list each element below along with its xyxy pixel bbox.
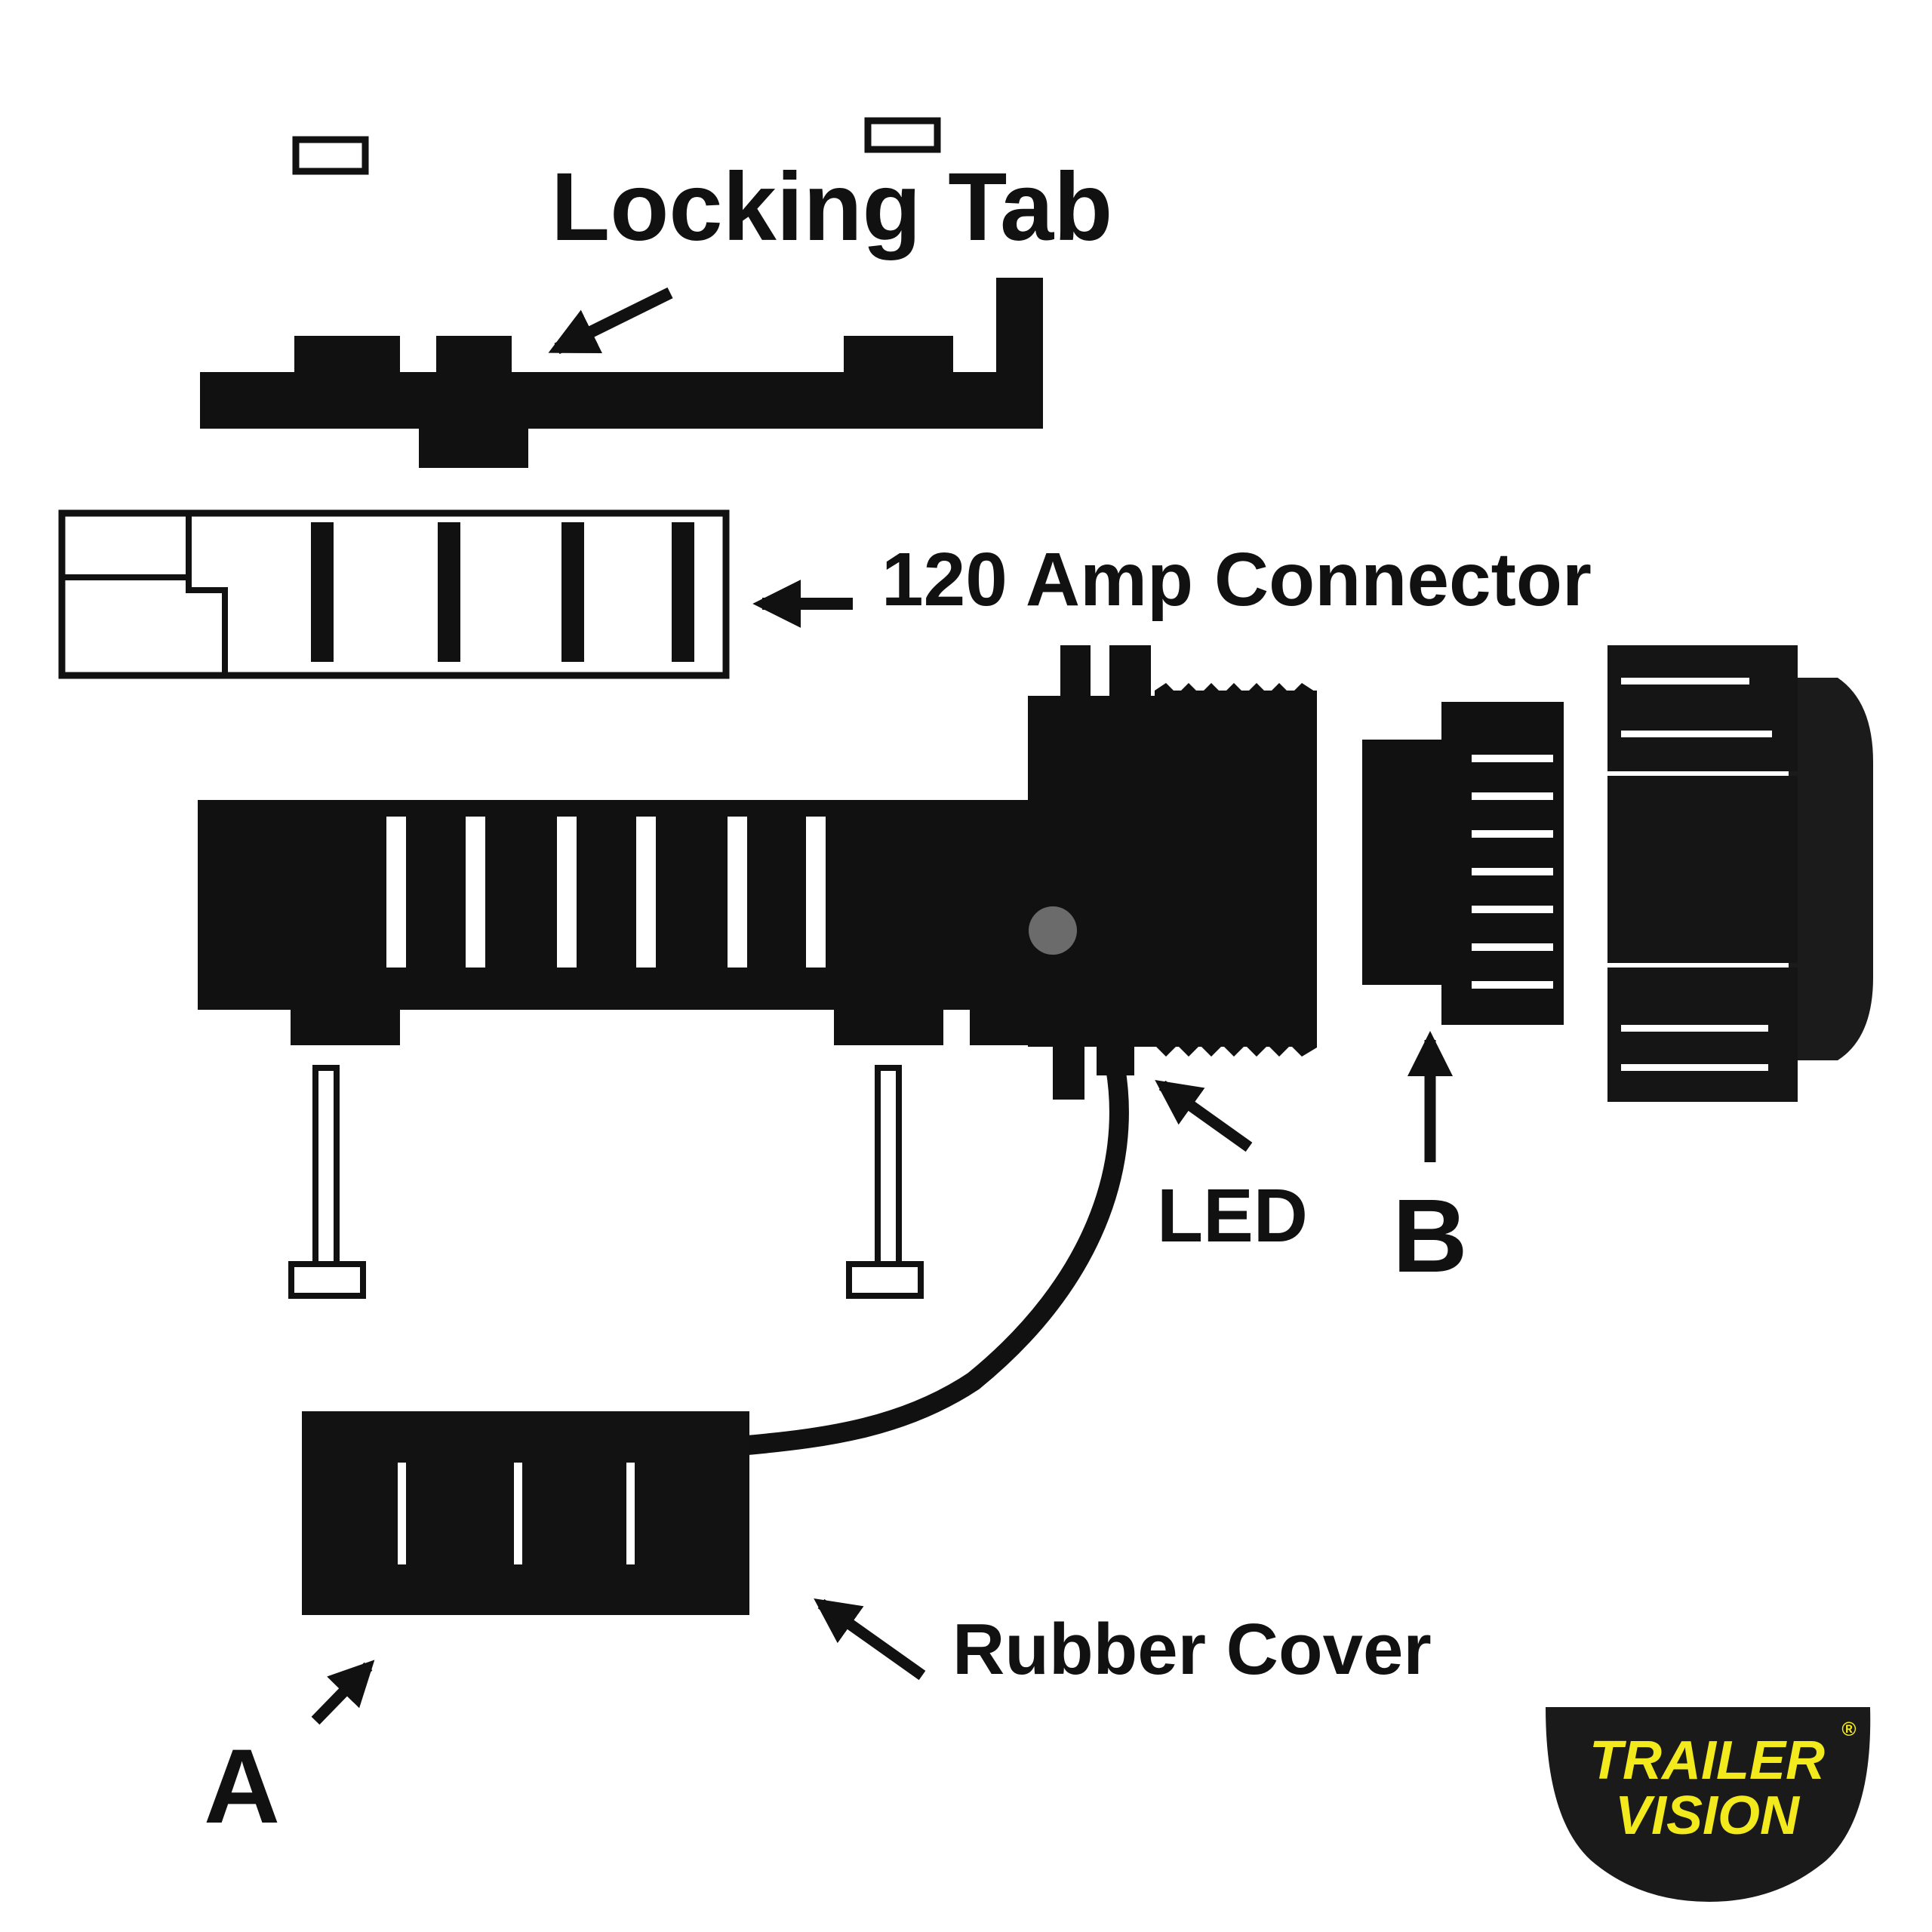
screw-right bbox=[846, 1065, 924, 1299]
arrow-locking-tab bbox=[548, 287, 673, 355]
trailer-vision-logo: TRAILER VISION ® bbox=[1546, 1707, 1871, 1902]
small-clip-left bbox=[292, 136, 369, 175]
part-b-insert bbox=[1362, 702, 1564, 1025]
connector-housing-outline bbox=[58, 509, 730, 679]
arrow-rubber-cover bbox=[814, 1598, 926, 1681]
logo-registered-mark: ® bbox=[1841, 1718, 1857, 1740]
label-rubber-cover: Rubber Cover bbox=[952, 1609, 1432, 1690]
label-locking-tab: Locking Tab bbox=[551, 153, 1112, 261]
label-a: A bbox=[204, 1727, 280, 1845]
small-clip-right bbox=[864, 117, 941, 153]
tether-cable bbox=[737, 1058, 1129, 1455]
connector-main-body bbox=[198, 645, 1317, 1100]
arrow-a bbox=[311, 1660, 375, 1725]
rubber-cover bbox=[302, 1411, 749, 1615]
label-led: LED bbox=[1157, 1174, 1308, 1258]
label-120-amp-connector: 120 Amp Connector bbox=[881, 537, 1592, 622]
arrow-led bbox=[1155, 1080, 1253, 1152]
logo-line-1: TRAILER bbox=[1589, 1730, 1825, 1791]
screw-left bbox=[288, 1065, 366, 1299]
trailer-plug bbox=[1607, 645, 1873, 1102]
locking-tab-part bbox=[200, 278, 1043, 468]
logo-line-2: VISION bbox=[1615, 1786, 1801, 1846]
label-b: B bbox=[1392, 1178, 1468, 1294]
led-indicator-dot bbox=[1029, 906, 1077, 955]
